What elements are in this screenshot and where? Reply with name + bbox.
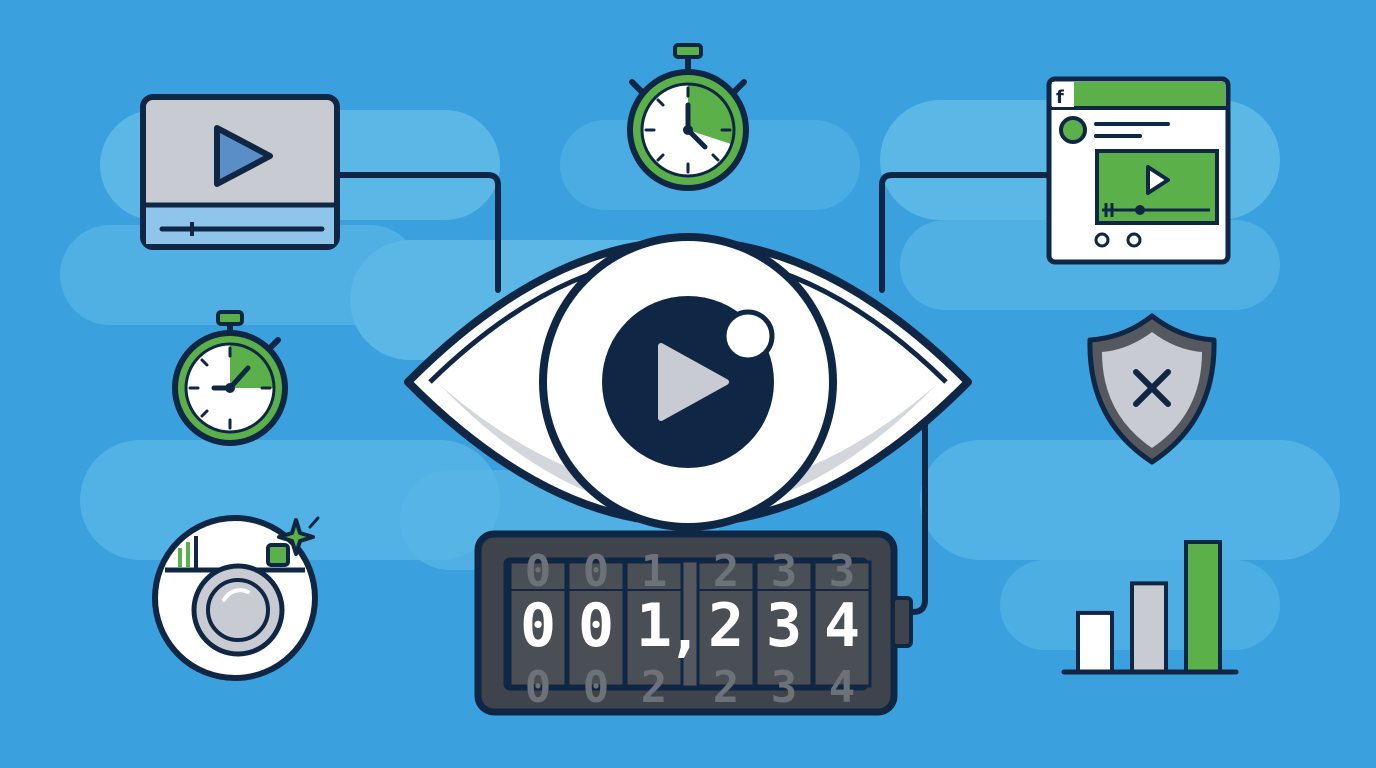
- counter-ghost-digit-top: 3: [771, 546, 798, 597]
- counter-ghost-digit-bottom: 3: [771, 662, 798, 713]
- counter-ghost-digit-top: 0: [583, 546, 610, 597]
- counter-digit: 3: [766, 591, 802, 661]
- counter-digit: 0: [520, 591, 556, 661]
- stopwatch-icon-left: [172, 310, 288, 446]
- video-player-icon: [140, 94, 340, 250]
- counter-digit: 2: [708, 591, 744, 661]
- camera-lens-icon: [152, 515, 320, 681]
- play-icon: [658, 343, 729, 421]
- counter-ghost-digit-bottom: 0: [525, 662, 552, 713]
- counter-digit: 0: [578, 591, 614, 661]
- counter-ghost-digit-top: 1: [641, 546, 668, 597]
- counter-ghost-digit-bottom: 4: [829, 662, 856, 713]
- bar-chart-icon: [1061, 540, 1239, 675]
- shield-x-icon: [1087, 313, 1217, 465]
- comment-icon: [1126, 232, 1142, 248]
- social-platform-glyph: f: [1056, 87, 1064, 108]
- counter-digit: 1: [636, 591, 672, 661]
- stopwatch-icon-top: [627, 43, 749, 191]
- counter-digit: 4: [824, 591, 860, 661]
- eye-with-play-icon: [404, 233, 972, 531]
- play-icon: [1146, 165, 1170, 195]
- play-icon: [214, 125, 273, 187]
- connector-lines: [335, 172, 1053, 615]
- bar-chart-bar: [1184, 540, 1222, 674]
- counter-separator: ,: [668, 599, 702, 664]
- counter-ghost-digit-bottom: 2: [641, 662, 668, 713]
- comment-icon: [1094, 232, 1110, 248]
- counter-ghost-digit-bottom: 2: [713, 662, 740, 713]
- counter-ghost-digit-top: 3: [829, 546, 856, 597]
- counter-ghost-digit-top: 0: [525, 546, 552, 597]
- bar-chart-bar: [1130, 581, 1168, 675]
- social-video-post-icon: f: [1046, 76, 1231, 265]
- sparkle-icon: [277, 518, 315, 556]
- counter-ghost-digit-top: 2: [713, 546, 740, 597]
- counter-ghost-digit-bottom: 0: [583, 662, 610, 713]
- bar-chart-bar: [1076, 610, 1114, 675]
